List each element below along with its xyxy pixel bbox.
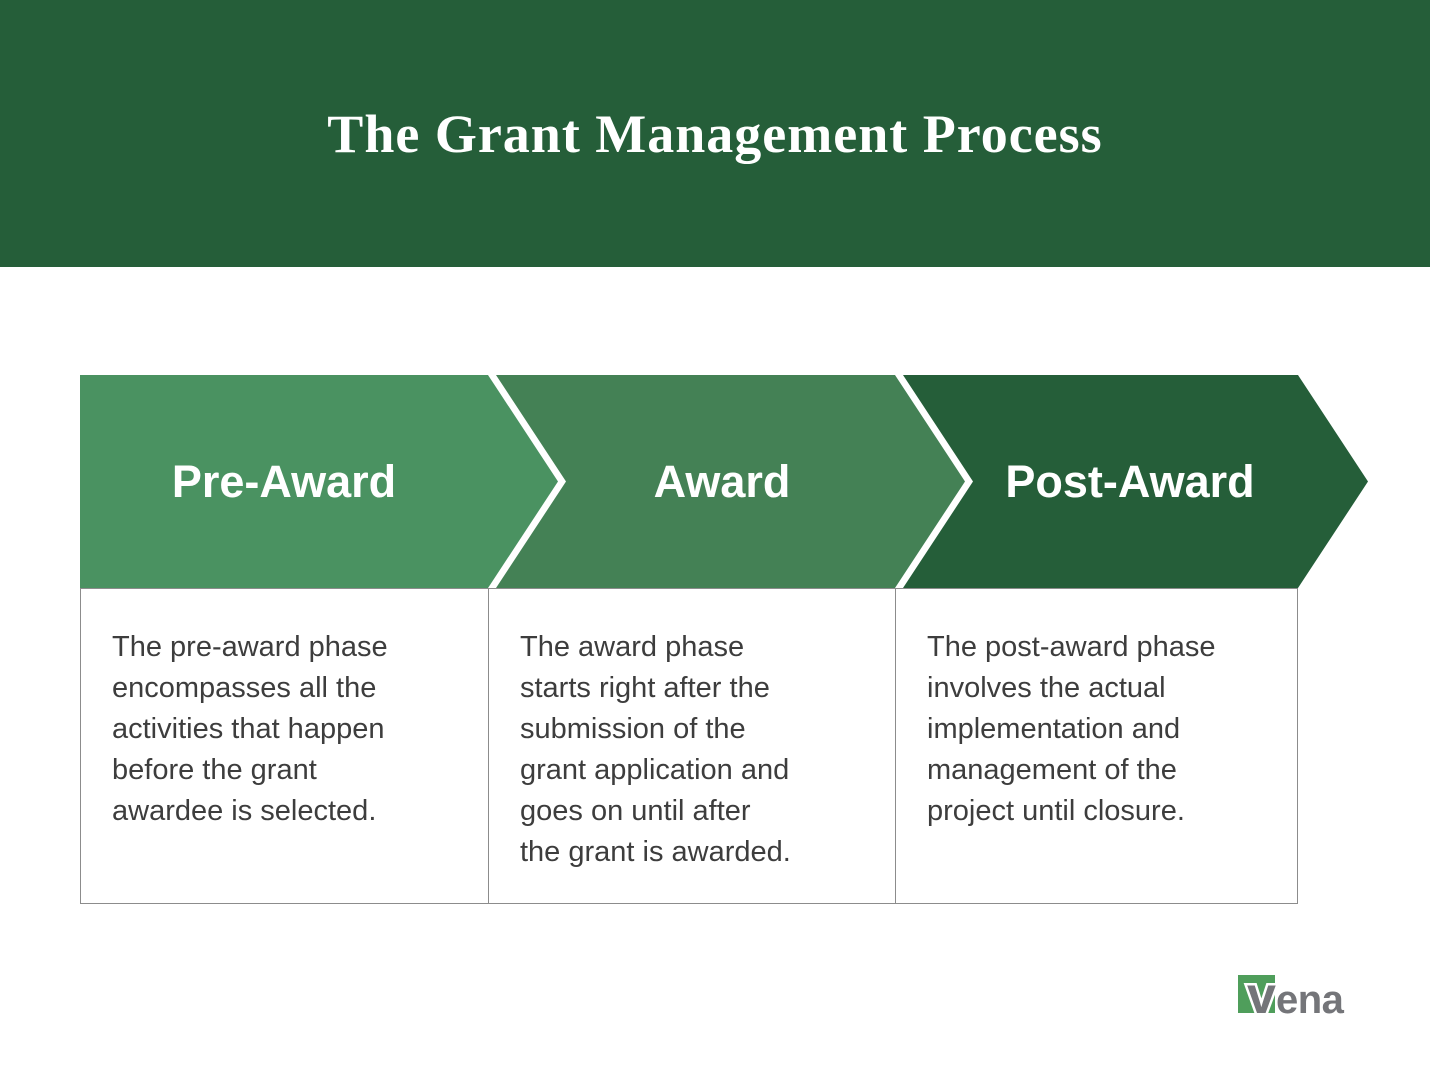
arrow-shape-pre-award [80, 375, 558, 588]
logo-letter-v: v [1247, 973, 1276, 1025]
vena-logo: v ena [1238, 973, 1345, 1025]
arrow-shape-post-award [903, 375, 1368, 588]
phase-description-pre-award: The pre-award phase encompasses all the … [112, 631, 388, 827]
logo-square [1238, 975, 1275, 1013]
header-banner: The Grant Management Process [0, 0, 1430, 267]
phase-description-award: The award phase starts right after the s… [520, 631, 791, 868]
phase-description-post-award: The post-award phase involves the actual… [927, 631, 1216, 827]
logo-letters-ena: ena [1276, 978, 1345, 1022]
page-title: The Grant Management Process [327, 103, 1103, 164]
process-arrow-band [80, 375, 1368, 588]
phase-description-box-pre-award: The pre-award phase encompasses all the … [80, 588, 489, 904]
phase-description-box-post-award: The post-award phase involves the actual… [895, 588, 1298, 904]
phase-description-box-award: The award phase starts right after the s… [488, 588, 896, 904]
arrow-shape-award [496, 375, 965, 588]
